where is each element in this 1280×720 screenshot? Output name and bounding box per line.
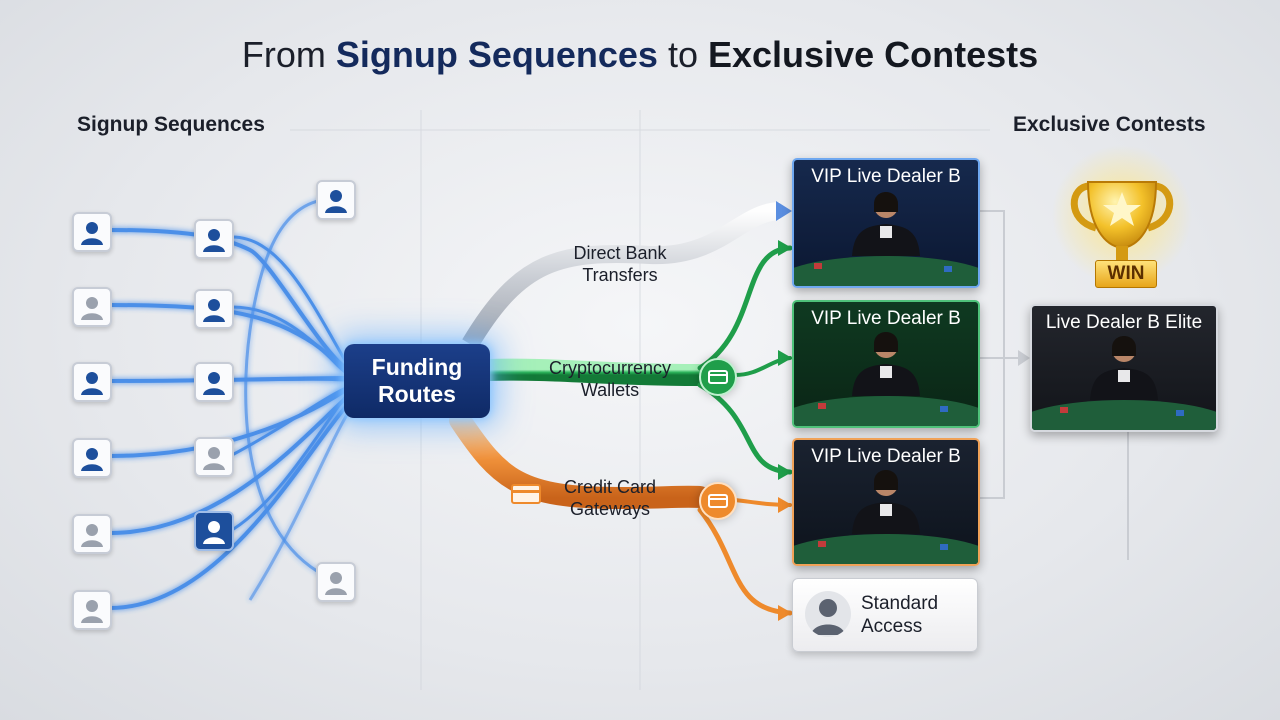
dealer-card-blue-label: VIP Live Dealer B: [811, 166, 961, 187]
signup-flows: [109, 197, 352, 610]
standard-line-1: Standard: [861, 593, 939, 614]
funding-routes-hub: Funding Routes: [344, 344, 490, 418]
dealer-illustration: [1032, 336, 1216, 430]
signup-user-icon: [72, 287, 112, 327]
signup-user-icon: [194, 362, 234, 402]
credit-card-icon: [511, 484, 541, 504]
dealer-illustration: [794, 192, 978, 286]
signup-user-icon: [194, 511, 234, 551]
wallet-icon: [699, 358, 737, 396]
route-bank-line-1: Direct Bank: [573, 243, 667, 263]
signup-user-icon: [194, 289, 234, 329]
route-label-bank: Direct Bank Transfers: [540, 242, 700, 286]
hub-line-2: Routes: [378, 381, 456, 407]
title-part-2: Signup Sequences: [335, 34, 658, 75]
signup-user-icon: [72, 362, 112, 402]
dealer-card-orange[interactable]: VIP Live Dealer B: [792, 438, 980, 566]
elite-connectors: [976, 210, 1129, 560]
route-card-line-1: Credit Card: [563, 477, 657, 497]
title-part-3: to: [657, 34, 708, 75]
bank-flow: [462, 201, 792, 349]
hub-line-1: Funding: [371, 354, 463, 380]
dealer-card-green[interactable]: VIP Live Dealer B: [792, 300, 980, 428]
standard-access-card[interactable]: Standard Access: [792, 578, 978, 652]
route-bank-line-2: Transfers: [582, 265, 658, 285]
dealer-illustration: [794, 332, 978, 426]
page-title: From Signup Sequences to Exclusive Conte…: [0, 34, 1280, 76]
dealer-card-orange-label: VIP Live Dealer B: [811, 446, 961, 467]
elite-dealer-card[interactable]: Live Dealer B Elite: [1030, 304, 1218, 432]
dealer-illustration: [794, 470, 978, 564]
elite-card-label: Live Dealer B Elite: [1045, 312, 1203, 333]
card-gateway-icon: [699, 482, 737, 520]
dealer-card-green-label: VIP Live Dealer B: [811, 308, 961, 329]
exclusive-contests-heading: Exclusive Contests: [1013, 113, 1206, 136]
route-crypto-line-2: Wallets: [580, 380, 640, 400]
title-part-4: Exclusive Contests: [707, 34, 1039, 75]
title-part-1: From: [241, 34, 336, 75]
route-crypto-line-1: Cryptocurrency: [548, 358, 672, 378]
user-icon: [805, 591, 851, 637]
signup-user-icon: [316, 562, 356, 602]
signup-user-icon: [72, 438, 112, 478]
signup-user-icon: [72, 590, 112, 630]
crypto-flow: [477, 245, 793, 475]
standard-line-2: Access: [861, 616, 923, 637]
signup-user-icon: [194, 219, 234, 259]
trophy-icon: [1052, 145, 1192, 285]
signup-sequences-heading: Signup Sequences: [77, 113, 265, 136]
win-badge: WIN: [1095, 260, 1157, 288]
signup-user-icon: [72, 514, 112, 554]
route-label-crypto: Cryptocurrency Wallets: [530, 357, 690, 401]
dealer-card-blue[interactable]: VIP Live Dealer B: [792, 158, 980, 288]
standard-access-text: Standard Access: [861, 592, 938, 638]
route-label-card: Credit Card Gateways: [540, 476, 680, 520]
signup-user-icon: [194, 437, 234, 477]
signup-user-icon: [72, 212, 112, 252]
route-card-line-2: Gateways: [569, 499, 651, 519]
signup-user-icon: [316, 180, 356, 220]
